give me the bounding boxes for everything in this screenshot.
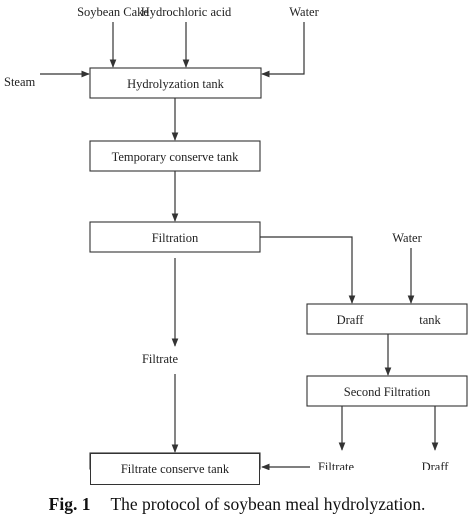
node-second-filtration: Second Filtration	[306, 375, 468, 407]
edge-filtration-to-draff-tank	[260, 236, 356, 304]
figure-caption-text: The protocol of soybean meal hydrolyzati…	[110, 494, 426, 514]
input-soybean-cake: Soybean Cake	[77, 5, 149, 19]
filtrate-conserve-tank-box: Filtrate conserve tank	[90, 453, 260, 485]
node-hydrolyzation-tank-label: Hydrolyzation tank	[127, 77, 225, 91]
node-draff-tank: Draff tank	[306, 303, 468, 335]
input-water-right: Water	[392, 231, 422, 245]
node-temporary-conserve-tank-label: Temporary conserve tank	[112, 150, 240, 164]
node-second-filtration-label: Second Filtration	[344, 385, 431, 399]
output-filtrate-right: Filtrate	[318, 460, 355, 470]
figure-caption-label: Fig. 1	[48, 494, 91, 514]
edge-water-to-hydrolyzation	[261, 22, 305, 78]
input-water-top: Water	[289, 5, 319, 19]
input-steam: Steam	[4, 75, 36, 89]
output-draff: Draff	[422, 460, 450, 470]
node-temporary-conserve-tank: Temporary conserve tank	[89, 140, 261, 172]
node-filtration-label: Filtration	[152, 231, 199, 245]
figure-caption: Fig. 1 The protocol of soybean meal hydro…	[0, 494, 474, 515]
input-hydrochloric-acid: Hydrochloric acid	[141, 5, 232, 19]
flow-diagram: Soybean Cake Hydrochloric acid Water Ste…	[4, 5, 468, 470]
node-draff-tank-label-left: Draff	[337, 313, 365, 327]
output-filtrate-left: Filtrate	[142, 352, 179, 366]
node-filtrate-conserve-tank-label: Filtrate conserve tank	[120, 462, 230, 476]
node-filtration: Filtration	[89, 221, 261, 253]
node-hydrolyzation-tank: Hydrolyzation tank	[89, 67, 262, 99]
node-draff-tank-label-right: tank	[419, 313, 441, 327]
